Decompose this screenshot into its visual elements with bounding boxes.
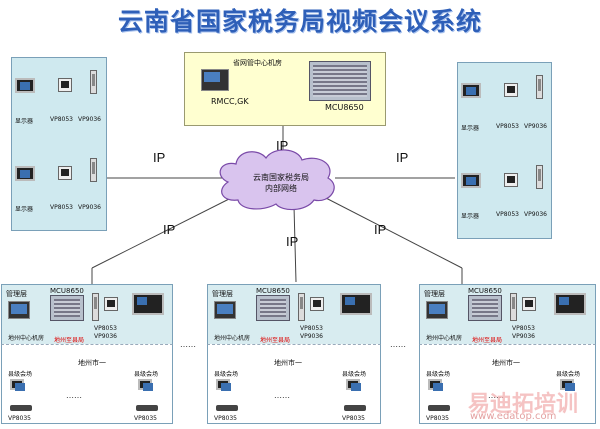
- ellipsis-1: ……: [180, 340, 196, 349]
- display-icon: [15, 166, 35, 181]
- ip-label-branch2: IP: [286, 234, 299, 249]
- display-icon: [132, 293, 164, 315]
- branch3-pc-icon: [426, 301, 448, 319]
- display-icon: [138, 379, 153, 391]
- branch3-lower: 县级会场 县级会场 …… VP8035: [419, 344, 596, 424]
- vp9036-icon: [298, 293, 305, 321]
- ip-label-branch1: IP: [163, 222, 176, 237]
- vp8035-icon: [10, 405, 32, 411]
- rmcc-computer-icon: [201, 69, 229, 91]
- ip-label-branch3: IP: [374, 222, 387, 237]
- branch3-upper: 管理层 MCU8650 地州中心机房 地州至县局 VP8053 VP9036: [419, 284, 596, 346]
- wan-cloud: [219, 149, 335, 211]
- branch2-cloud-label: 地州市一: [274, 359, 302, 367]
- branch3-cloud-label: 地州市一: [492, 359, 520, 367]
- vp9036-icon: [510, 293, 517, 321]
- link-branch2-cloud: [293, 205, 297, 283]
- watermark-url: www.edatop.com: [470, 411, 557, 422]
- branch1-mcu-icon: [50, 295, 84, 321]
- display-icon: [554, 293, 586, 315]
- branch2-upper: 管理层 MCU8650 地州中心机房 地州至县局 VP8053 VP9036: [207, 284, 381, 346]
- watermark-logo: 易迪拓培训: [468, 392, 579, 417]
- display-icon: [461, 83, 481, 98]
- vp8035-icon: [216, 405, 238, 411]
- vp9036-icon: [90, 158, 97, 182]
- display-icon: [15, 78, 35, 93]
- display-icon: [340, 293, 372, 315]
- display-icon: [461, 173, 481, 188]
- display-icon: [428, 379, 443, 391]
- ip-label-left: IP: [153, 150, 166, 165]
- branch1-pc-icon: [8, 301, 30, 319]
- display-icon: [216, 379, 231, 391]
- page-title: 云南省国家税务局视频会议系统: [117, 7, 482, 36]
- vp9036-icon: [536, 75, 543, 99]
- vp8035-icon: [428, 405, 450, 411]
- vp8053-icon: [104, 297, 118, 311]
- link-branch1-cloud: [91, 195, 236, 269]
- center-room-box: 省网管中心机房 RMCC,GK MCU8650: [184, 52, 386, 126]
- ip-label-right: IP: [396, 150, 409, 165]
- display-icon: [346, 379, 361, 391]
- vp9036-icon: [536, 165, 543, 189]
- vp9036-icon: [92, 293, 99, 321]
- branch2-lower: 县级会场 县级会场 …… VP8035 VP8035: [207, 344, 381, 424]
- branch2-mcu-icon: [256, 295, 290, 321]
- display-icon: [10, 379, 25, 391]
- right-terminal-group: 显示器 VP8053 VP9036 显示器 VP8053 VP9036: [457, 62, 552, 239]
- vp8035-icon: [136, 405, 158, 411]
- ellipsis-2: ……: [390, 340, 406, 349]
- vp8053-icon: [58, 166, 72, 180]
- display-icon: [560, 379, 575, 391]
- branch1-lower: 县级会场 县级会场 …… VP8035 VP8035: [1, 344, 173, 424]
- ip-label-center: IP: [276, 138, 289, 153]
- left-terminal-group: 显示器 VP8053 VP9036 显示器 VP8053 VP9036: [11, 57, 107, 231]
- rmcc-label: RMCC,GK: [211, 97, 249, 106]
- center-mcu-label: MCU8650: [325, 103, 364, 112]
- wan-cloud-label: 云南国家税务局内部网络: [253, 173, 309, 193]
- branch3-mcu-icon: [468, 295, 502, 321]
- mcu-rack-icon: [309, 61, 371, 101]
- vp8035-icon: [344, 405, 366, 411]
- vp8053-icon: [522, 297, 536, 311]
- vp8053-icon: [504, 173, 518, 187]
- center-room-label: 省网管中心机房: [233, 59, 282, 67]
- vp8053-icon: [310, 297, 324, 311]
- vp8053-icon: [58, 78, 72, 92]
- link-branch3-cloud: [321, 195, 463, 269]
- branch2-pc-icon: [214, 301, 236, 319]
- vp8053-icon: [504, 83, 518, 97]
- branch1-upper: 管理层 MCU8650 地州中心机房 地州至县局 VP8053 VP9036: [1, 284, 173, 346]
- branch1-cloud-label: 地州市一: [78, 359, 106, 367]
- vp9036-icon: [90, 70, 97, 94]
